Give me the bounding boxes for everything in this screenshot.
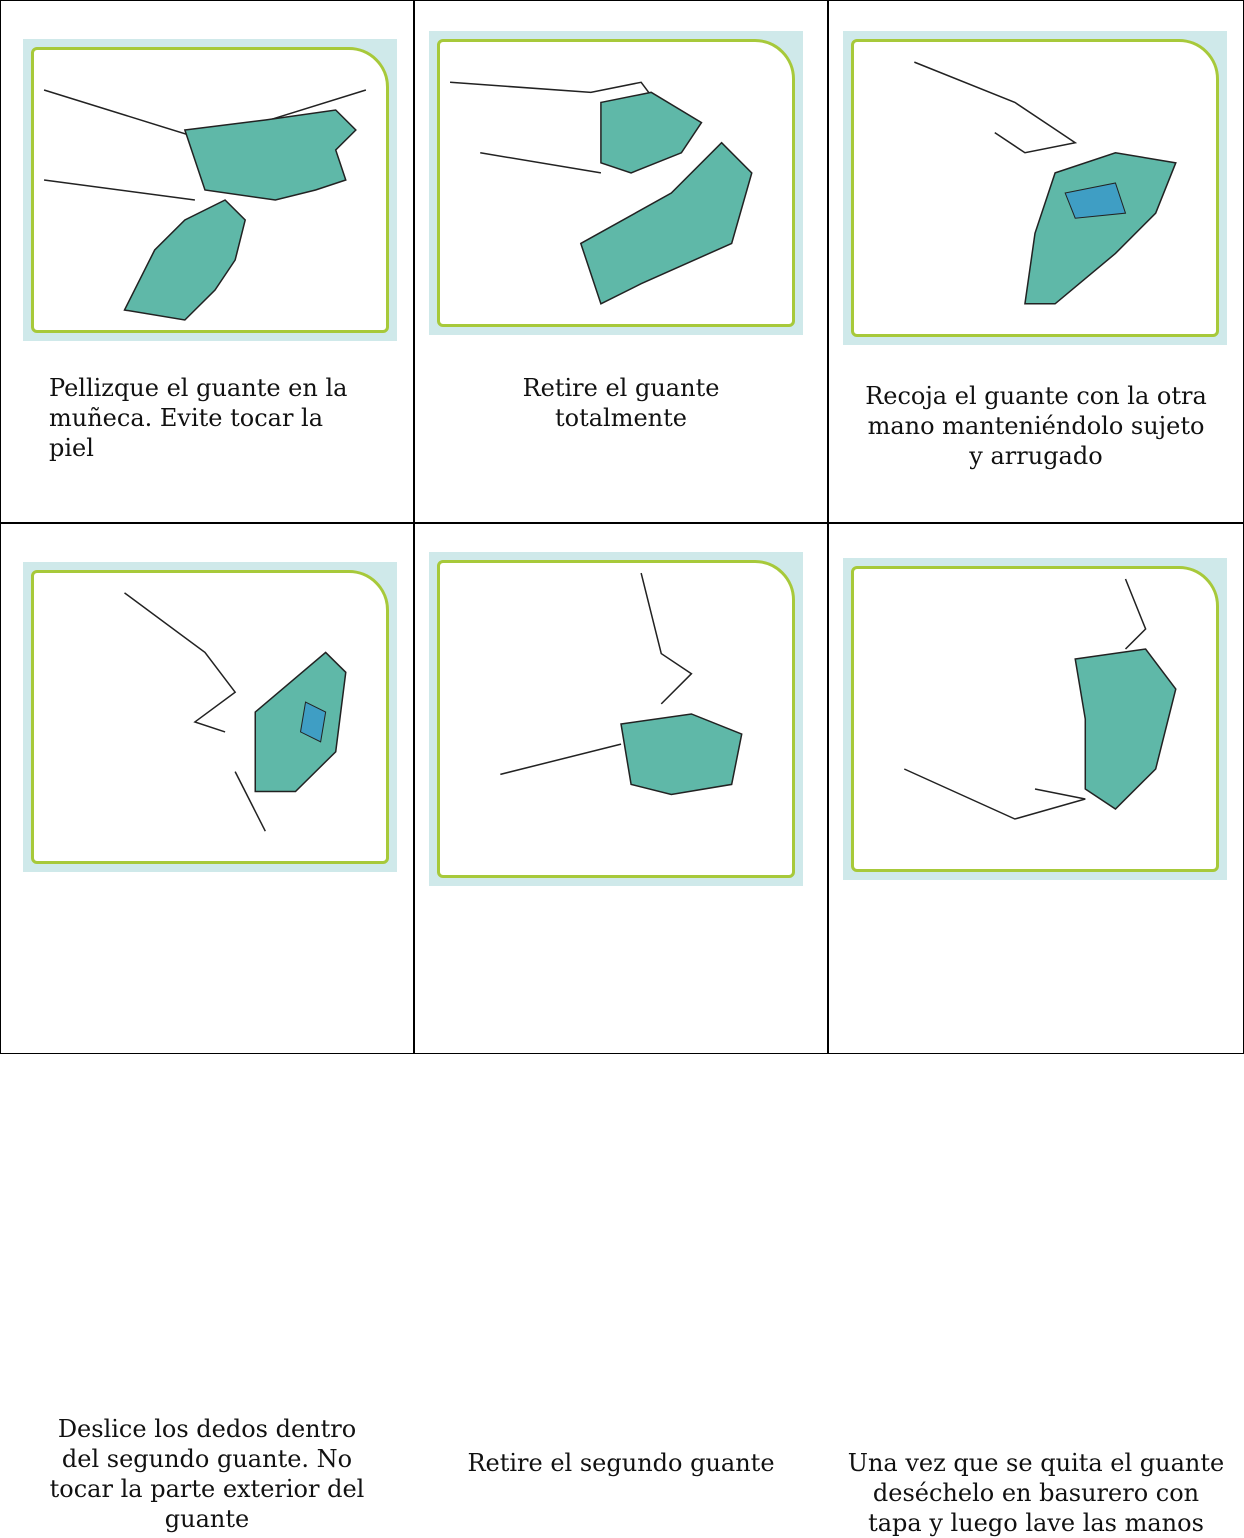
step-4-illustration: [31, 570, 389, 864]
step-cell-6: Una vez que se quita el guante deséchelo…: [829, 524, 1243, 1053]
step-cell-4: Deslice los dedos dentro del segundo gua…: [1, 524, 413, 1053]
illustration-frame: [23, 562, 397, 872]
step-caption: Retire el guante totalmente: [425, 373, 817, 433]
step-2-illustration: [437, 39, 795, 327]
step-cell-5: Retire el segundo guante: [415, 524, 827, 1053]
illustration-frame: [23, 39, 397, 341]
step-6-illustration: [851, 566, 1219, 872]
step-3-illustration: [851, 39, 1219, 337]
step-cell-3: Recoja el guante con la otra mano manten…: [829, 1, 1243, 522]
steps-table: Pellizque el guante en la muñeca. Evite …: [0, 0, 1244, 1054]
step-caption: Deslice los dedos dentro del segundo gua…: [11, 1414, 403, 1534]
illustration-frame: [843, 31, 1227, 345]
illustration-frame: [843, 558, 1227, 880]
step-cell-1: Pellizque el guante en la muñeca. Evite …: [1, 1, 413, 522]
illustration-frame: [429, 552, 803, 886]
step-5-illustration: [437, 560, 795, 878]
step-1-illustration: [31, 47, 389, 333]
step-caption: Pellizque el guante en la muñeca. Evite …: [49, 373, 393, 463]
step-caption: Retire el segundo guante: [425, 1448, 817, 1478]
illustration-frame: [429, 31, 803, 335]
step-cell-2: Retire el guante totalmente: [415, 1, 827, 522]
step-caption: Recoja el guante con la otra mano manten…: [839, 381, 1233, 471]
step-caption: Una vez que se quita el guante deséchelo…: [839, 1448, 1233, 1538]
